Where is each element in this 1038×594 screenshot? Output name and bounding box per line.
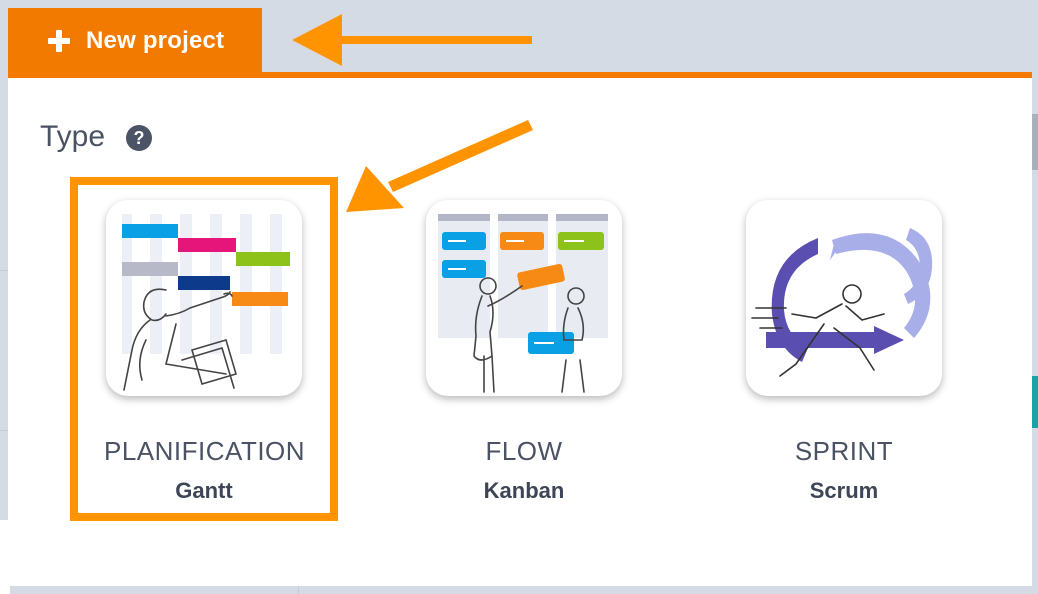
new-project-button[interactable]: New project: [8, 8, 262, 74]
background-scrollbar: [1032, 114, 1038, 170]
project-type-subtitle: Scrum: [809, 478, 879, 503]
new-project-label: New project: [86, 27, 225, 54]
project-type-planification[interactable]: PLANIFICATION Gantt: [104, 196, 306, 506]
background-panel-edge: [0, 520, 10, 594]
help-icon[interactable]: ?: [126, 125, 152, 151]
gantt-illustration-icon: [106, 200, 302, 396]
new-project-dropdown-panel: Type ?: [8, 78, 1032, 586]
annotation-arrowhead: [292, 14, 342, 66]
project-type-subtitle: Gantt: [175, 478, 233, 503]
project-type-flow[interactable]: FLOW Kanban: [424, 196, 624, 506]
type-label: Type: [40, 120, 106, 153]
scrum-illustration-icon: [746, 200, 942, 396]
background-divider: [0, 430, 8, 431]
annotation-arrow-shaft: [338, 36, 532, 44]
project-type-title: SPRINT: [794, 436, 894, 466]
header-underline: [8, 72, 1032, 78]
project-type-sprint[interactable]: SPRINT Scrum: [744, 196, 944, 506]
background-divider: [0, 270, 8, 271]
plus-icon: [48, 30, 70, 52]
project-type-subtitle: Kanban: [483, 478, 565, 503]
project-type-title: FLOW: [485, 436, 563, 466]
project-type-title: PLANIFICATION: [104, 436, 306, 466]
background-teal-marker: [1032, 376, 1038, 428]
kanban-illustration-icon: [426, 200, 622, 396]
